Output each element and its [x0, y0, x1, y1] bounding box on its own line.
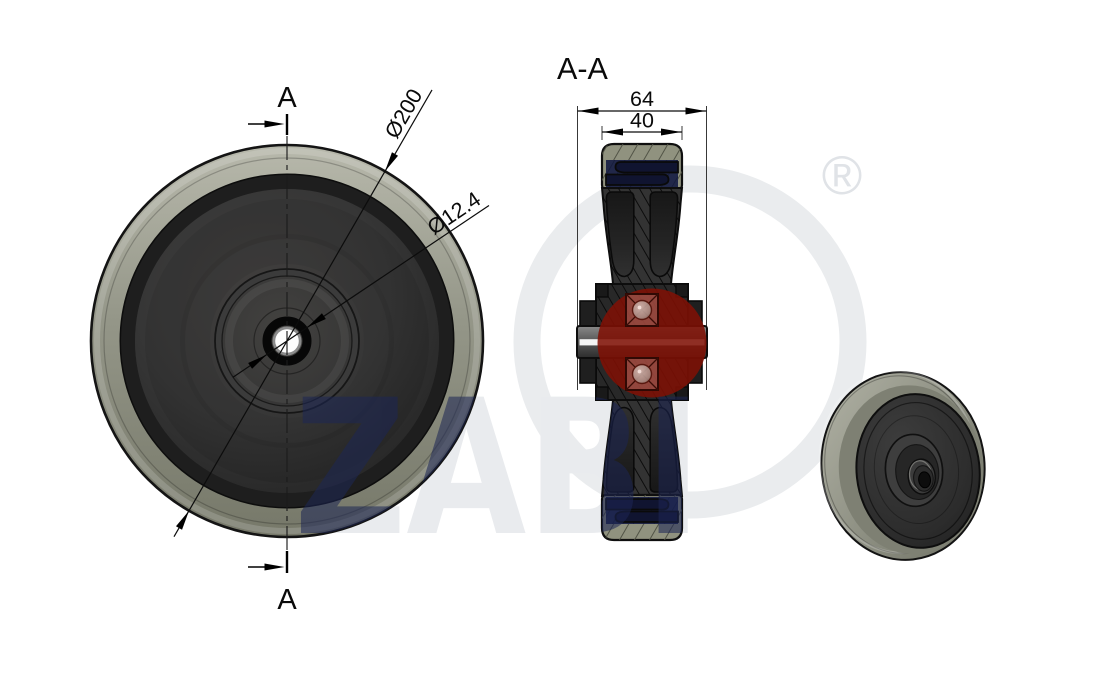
section-marker-top: A: [248, 82, 297, 135]
section-hub-red-highlight: [597, 288, 707, 398]
dim-overall-width-label: 64: [630, 87, 654, 111]
section-recess-right-top: [649, 191, 679, 278]
section-hub-step: [595, 283, 609, 298]
dim-hub-width: 40: [601, 109, 683, 140]
section-core-lower: [600, 399, 684, 497]
iso-face-ring: [863, 401, 973, 540]
dim-hub-width-label: 40: [630, 109, 654, 133]
section-tire-top: [600, 142, 684, 191]
section-tire-seat-top: [605, 160, 679, 187]
section-recess-left-bottom: [605, 406, 635, 493]
section-bearing-top: [625, 293, 659, 327]
section-bearing-bottom: [625, 357, 659, 391]
dim-bore-diameter-label: Ø12.4: [423, 187, 485, 240]
iso-face-ring-inner: [873, 415, 960, 524]
section-view: A-A 64 40: [557, 52, 708, 542]
watermark-registered-icon: ®: [822, 144, 863, 206]
section-marker-top-label: A: [277, 82, 297, 114]
section-view-title: A-A: [557, 52, 609, 86]
front-view: A A Ø200 Ø12.4: [89, 82, 490, 616]
section-recess-left-top: [605, 191, 635, 278]
iso-bore-hole: [918, 471, 931, 489]
section-marker-bottom: A: [248, 551, 297, 616]
section-recess-right-bottom: [649, 406, 679, 493]
section-tire-seat-bottom: [605, 497, 679, 524]
dim-outer-diameter-label: Ø200: [380, 85, 427, 143]
section-seal-ring: [579, 300, 597, 327]
section-hub-step: [675, 283, 689, 298]
section-marker-bottom-label: A: [277, 584, 297, 616]
section-hub-step: [595, 386, 609, 401]
section-core-upper: [600, 187, 684, 285]
isometric-view: [818, 369, 986, 561]
section-tire-bottom: [600, 493, 684, 542]
front-face-shading-band-inner: [180, 234, 394, 448]
watermark-ring: [513, 165, 867, 519]
section-seal-ring: [579, 357, 597, 384]
